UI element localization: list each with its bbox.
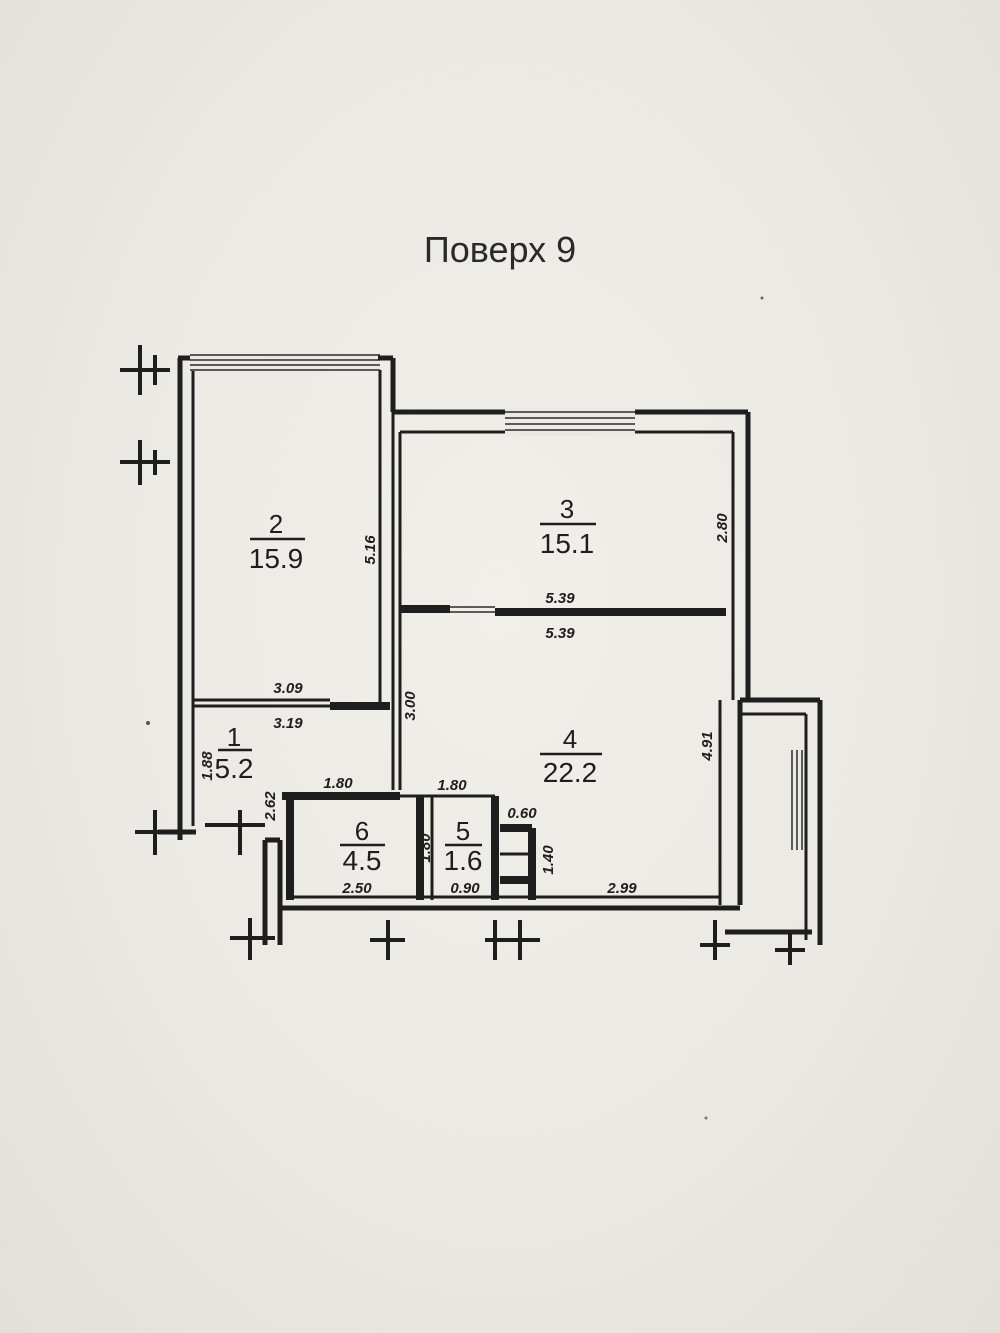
dim-room6-side: 1.80 <box>417 833 434 863</box>
window-room-2 <box>178 353 393 371</box>
dim-room3-bottom: 5.39 <box>545 590 575 607</box>
dim-room1-top: 3.19 <box>273 715 303 732</box>
dim-room5-bottom: 0.90 <box>450 880 480 897</box>
paper-speck <box>760 296 764 300</box>
room-6-label: 6 4.5 <box>340 816 385 876</box>
room-1-area: 5.2 <box>215 753 254 784</box>
room-2-number: 2 <box>269 509 283 539</box>
room-5-label: 5 1.6 <box>444 816 483 876</box>
dim-room2-height: 5.16 <box>362 535 379 565</box>
dim-room4-bottom: 2.99 <box>606 880 637 897</box>
balcony <box>725 697 823 945</box>
dim-shaft-height: 1.40 <box>540 845 557 875</box>
window-room-3 <box>505 408 635 436</box>
room-4-number: 4 <box>563 724 577 754</box>
paper-speck <box>146 721 150 725</box>
paper-speck <box>704 1116 708 1120</box>
dim-room4-side: 4.91 <box>699 731 716 761</box>
dim-room6-left: 2.62 <box>262 791 279 822</box>
room-6-number: 6 <box>355 816 369 846</box>
dim-room2-bottom: 3.09 <box>273 680 303 697</box>
room-2-label: 2 15.9 <box>249 509 305 574</box>
dim-corridor-height: 3.00 <box>402 691 419 721</box>
room-2-area: 15.9 <box>249 543 304 574</box>
dim-room6-top: 1.80 <box>323 775 353 792</box>
room-6-area: 4.5 <box>343 845 382 876</box>
dim-room3-height: 2.80 <box>714 513 731 544</box>
dimension-labels: 5.16 3.09 3.19 1.88 3.00 2.80 5.39 5.39 … <box>199 513 731 897</box>
room-5-area: 1.6 <box>444 845 483 876</box>
dim-room5-top: 1.80 <box>437 777 467 794</box>
room-3-area: 15.1 <box>540 528 595 559</box>
room-3-number: 3 <box>560 494 574 524</box>
room-4-area: 22.2 <box>543 757 598 788</box>
room-4-label: 4 22.2 <box>540 724 602 788</box>
axis-marks <box>120 345 805 965</box>
room-1-number: 1 <box>227 722 241 752</box>
dim-room4-top: 5.39 <box>545 625 575 642</box>
room-3-label: 3 15.1 <box>540 494 596 559</box>
dim-room6-bottom: 2.50 <box>341 880 372 897</box>
dim-shaft-width: 0.60 <box>507 805 537 822</box>
dim-room1-side: 1.88 <box>199 751 216 781</box>
interior-walls <box>193 370 726 900</box>
room-1-label: 1 5.2 <box>215 722 254 784</box>
room-5-number: 5 <box>456 816 470 846</box>
floor-title: Поверх 9 <box>424 229 576 270</box>
